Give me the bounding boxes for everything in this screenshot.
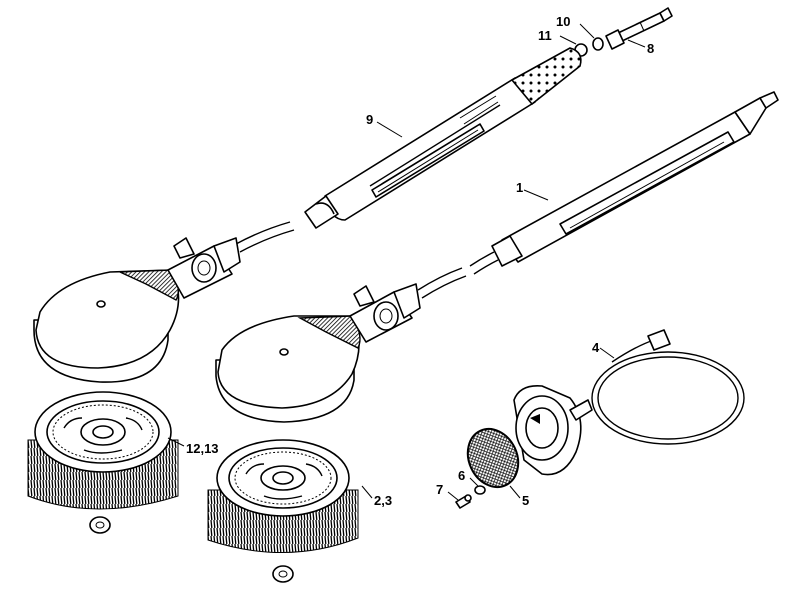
- label-part-4: 4: [592, 340, 600, 355]
- label-part-8: 8: [647, 41, 654, 56]
- part-7-screw: [455, 494, 472, 509]
- label-part-2-3: 2,3: [374, 493, 392, 508]
- part-8-nozzle-fitting: [605, 7, 673, 50]
- part-1-lance: [417, 91, 779, 299]
- label-part-9: 9: [366, 112, 373, 127]
- label-part-10: 10: [556, 14, 570, 29]
- label-part-1: 1: [516, 180, 523, 195]
- brush-nut-lower: [272, 565, 294, 583]
- part-9-lance: [235, 47, 582, 253]
- label-part-7: 7: [436, 482, 443, 497]
- part-5-filter-screen: [466, 427, 520, 489]
- part-2-3-brush: [207, 439, 359, 553]
- part-12-13-brush: [27, 391, 179, 510]
- part-6-washer: [474, 485, 486, 495]
- brush-nut-upper: [89, 516, 111, 534]
- label-part-5: 5: [522, 493, 529, 508]
- upper-washing-head: [33, 237, 241, 383]
- leader-lines: [167, 23, 646, 501]
- label-part-6: 6: [458, 468, 465, 483]
- part-10-o-ring: [592, 37, 604, 51]
- part-4-hose: [591, 329, 745, 445]
- label-part-11: 11: [538, 28, 552, 43]
- label-part-12-13: 12,13: [186, 441, 219, 456]
- lower-washing-head: [215, 283, 421, 423]
- hose-housing: [513, 384, 593, 476]
